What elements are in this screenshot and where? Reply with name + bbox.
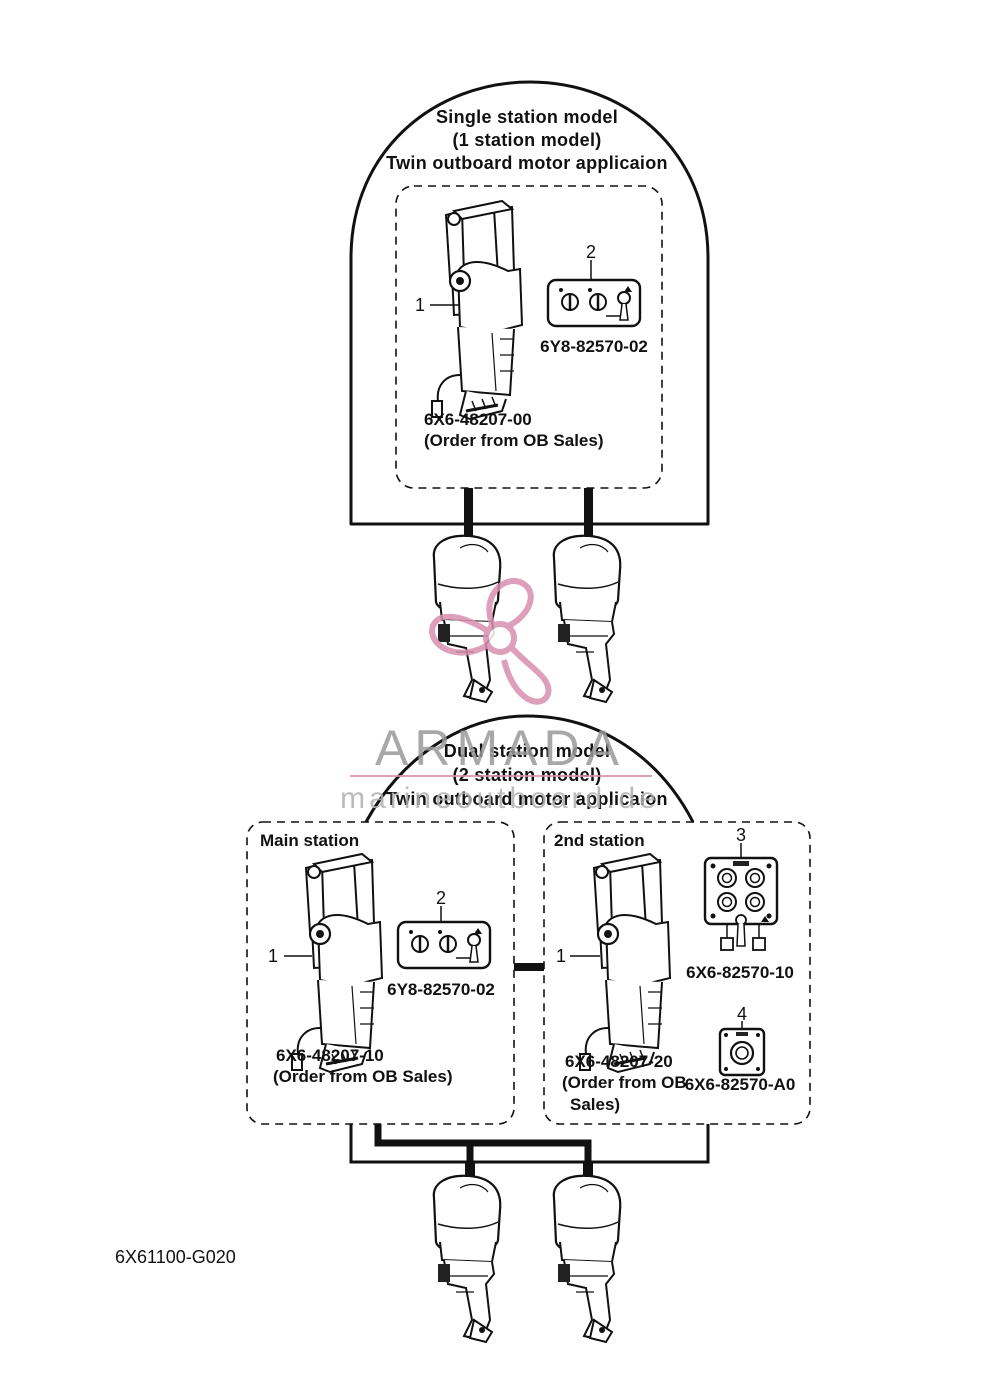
- main-station-wiring: [349, 1124, 710, 1164]
- remote-control-icon: [578, 852, 672, 1074]
- watermark: ARMADA marineoutboard.de: [340, 578, 660, 815]
- second-remote-control-number: 1: [556, 946, 566, 966]
- remote-control-order-note: (Order from OB Sales): [424, 431, 604, 450]
- single-station-title-line-2: (1 station model): [452, 130, 601, 150]
- remote-control-part-number: 6X6-48207-00: [424, 410, 532, 429]
- dual-station-title-line-1: Dual station model: [444, 741, 610, 761]
- remote-control-number: 1: [415, 295, 425, 315]
- switch-panel-icon: [546, 278, 642, 328]
- single-station-group: Single station model (1 station model) T…: [349, 80, 710, 544]
- remote-control-icon: [290, 852, 384, 1074]
- single-button-panel-icon: [718, 1027, 766, 1077]
- dual-station-title-line-3: Twin outboard motor applicaion: [386, 789, 668, 809]
- switch-panel-icon: [396, 920, 492, 970]
- quad-switch-panel-number: 3: [736, 825, 746, 845]
- remote-control-icon: [430, 199, 524, 421]
- cable-to-motor-port: [464, 488, 473, 544]
- outboard-motor-icon: [432, 1174, 502, 1344]
- main-remote-control-number: 1: [268, 946, 278, 966]
- second-station-dashed-box: [543, 821, 811, 1125]
- outboard-motor-icon: [552, 534, 622, 704]
- single-button-panel-number: 4: [737, 1004, 747, 1024]
- single-station-outline: [349, 80, 710, 526]
- second-remote-control-part-number: 6X6-48207-20: [565, 1052, 673, 1071]
- dual-station-arch: [364, 714, 695, 823]
- second-station-wiring: [374, 1124, 592, 1180]
- watermark-propeller-icon: [428, 578, 552, 705]
- main-switch-panel-part-number: 6Y8-82570-02: [387, 980, 495, 999]
- switch-panel-number: 2: [586, 242, 596, 262]
- main-remote-control-part-number: 6X6-48207-10: [276, 1046, 384, 1065]
- main-station-label: Main station: [260, 831, 359, 850]
- single-button-panel-part-number: 6X6-82570-A0: [685, 1075, 796, 1094]
- watermark-brand: ARMADA: [375, 720, 625, 776]
- cable-to-motor-starboard: [584, 488, 593, 544]
- outboard-motor-icon: [552, 1174, 622, 1344]
- single-station-title-line-3: Twin outboard motor applicaion: [386, 153, 668, 173]
- single-station-title-line-1: Single station model: [436, 107, 618, 127]
- second-remote-control-order-note-line-2: Sales): [570, 1095, 620, 1114]
- single-station-dashed-box: [395, 185, 663, 489]
- station-link-cable: [514, 963, 544, 971]
- quad-switch-panel-icon: [703, 856, 779, 952]
- second-station-label: 2nd station: [554, 831, 645, 850]
- switch-panel-part-number: 6Y8-82570-02: [540, 337, 648, 356]
- watermark-sub: marineoutboard.de: [340, 782, 660, 815]
- main-remote-control-order-note: (Order from OB Sales): [273, 1067, 453, 1086]
- figure-code: 6X61100-G020: [115, 1247, 236, 1267]
- main-switch-panel-number: 2: [436, 888, 446, 908]
- second-remote-control-order-note-line-1: (Order from OB: [562, 1073, 687, 1092]
- quad-switch-panel-part-number: 6X6-82570-10: [686, 963, 794, 982]
